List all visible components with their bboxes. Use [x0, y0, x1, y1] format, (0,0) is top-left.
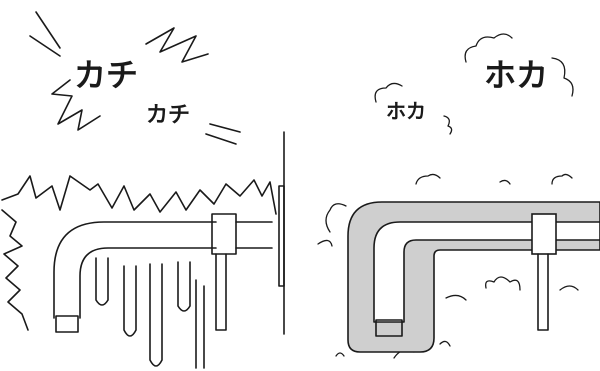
sfx-text-large: カチ [74, 56, 138, 94]
pipe-bracket [215, 253, 227, 331]
warm-pipe [373, 213, 600, 337]
pipe-end-cap [375, 319, 403, 337]
sfx-text-small: ホカ [386, 99, 426, 123]
pipe-wall-section [235, 221, 273, 249]
sfx-text-small: カチ [146, 103, 190, 128]
sfx-burst-lines [29, 11, 241, 145]
wall-plate [278, 185, 285, 287]
frozen-pipe [53, 213, 273, 333]
warm-pipe-panel: ホカ ホカ [317, 33, 600, 359]
pipe-inner-edge [79, 247, 217, 319]
ice-mass-outline [1, 175, 277, 215]
pipe-outer-edge [53, 221, 217, 319]
sfx-text-large: ホカ [484, 56, 548, 94]
icicles [95, 257, 205, 369]
pipe-bracket [537, 253, 549, 331]
pipe-fitting [531, 213, 557, 255]
pipe-fitting [211, 213, 237, 255]
pipe-end-cap [55, 315, 79, 333]
frozen-pipe-panel: カチ カチ [1, 11, 285, 369]
